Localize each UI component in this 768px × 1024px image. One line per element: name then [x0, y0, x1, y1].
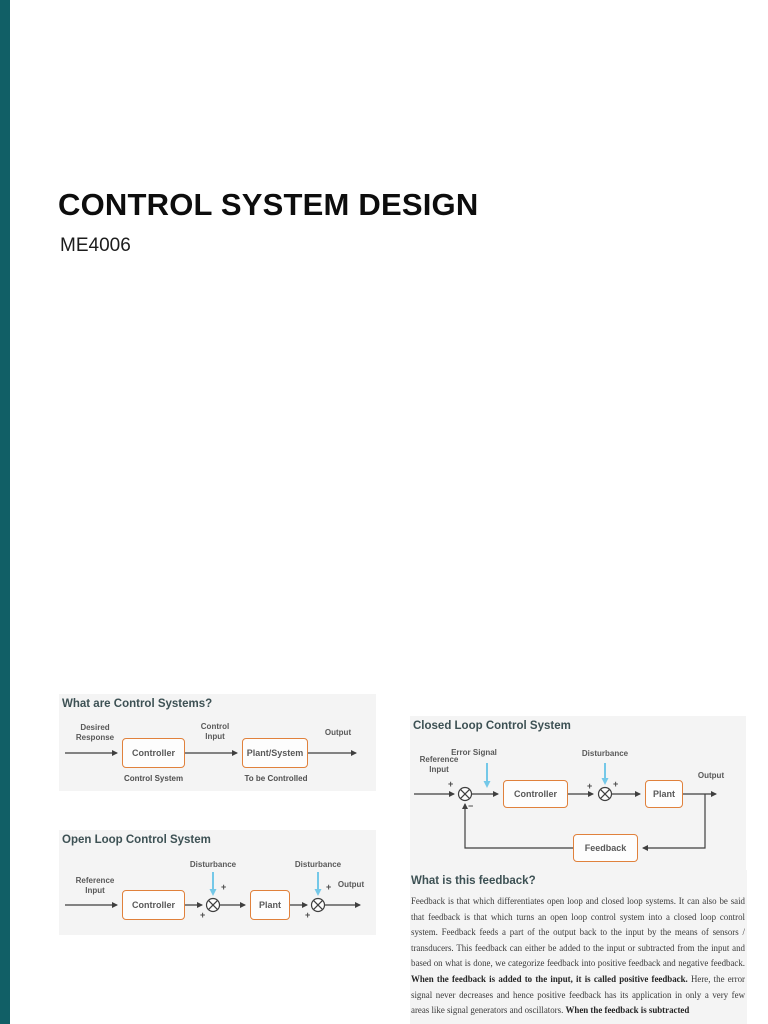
label-error-signal: Error Signal	[451, 748, 497, 757]
diagram-heading: Closed Loop Control System	[413, 720, 571, 732]
label-output: Output	[324, 728, 352, 737]
minus-sign: −	[468, 801, 474, 811]
paragraph-segment-bold: When the feedback is subtracted	[565, 1005, 690, 1016]
feedback-paragraph: Feedback is that which differentiates op…	[411, 894, 745, 1019]
label-output: Output	[337, 880, 365, 889]
label-disturbance-2: Disturbance	[294, 860, 342, 869]
label-control-input: Control Input	[200, 722, 230, 741]
block-diagram-wires	[65, 872, 361, 913]
caption-control-system: Control System	[123, 774, 184, 783]
plus-sign: +	[221, 882, 227, 892]
label-desired-response: Desired Response	[75, 723, 115, 742]
diagram-what-are-control-systems: What are Control Systems? Desired Respon…	[59, 694, 376, 791]
plant-system-block: Plant/System	[242, 738, 308, 768]
plus-sign: +	[326, 882, 332, 892]
label-reference-input: Reference Input	[75, 876, 115, 895]
plus-sign: +	[613, 779, 619, 789]
controller-block: Controller	[503, 780, 568, 808]
error-and-disturbance-arrows	[483, 763, 609, 788]
paragraph-segment-bold: When the feedback is added to the input,…	[411, 973, 688, 984]
page-subtitle: ME4006	[60, 235, 131, 256]
block-diagram-wires	[65, 750, 357, 756]
label-disturbance-1: Disturbance	[189, 860, 237, 869]
plus-sign: +	[200, 910, 206, 920]
controller-block: Controller	[122, 738, 185, 768]
feedback-block: Feedback	[573, 834, 638, 862]
diagram-heading: Open Loop Control System	[62, 834, 211, 846]
label-reference-input: Reference Input	[419, 755, 459, 774]
plus-sign: +	[448, 779, 454, 789]
page-title: CONTROL SYSTEM DESIGN	[58, 187, 479, 222]
left-accent-bar	[0, 0, 10, 1024]
section-heading: What is this feedback?	[411, 875, 536, 887]
label-disturbance: Disturbance	[581, 749, 629, 758]
diagram-closed-loop: Closed Loop Control System Reference Inp…	[410, 716, 746, 870]
plus-sign: +	[587, 781, 593, 791]
diagram-open-loop: Open Loop Control System Reference Input…	[59, 830, 376, 935]
paragraph-segment: Here, the error signal never decreases a…	[411, 973, 745, 1016]
disturbance-arrows	[209, 872, 322, 896]
paragraph-segment: Feedback is that which differentiates op…	[411, 896, 745, 969]
plus-sign: +	[305, 910, 311, 920]
plant-block: Plant	[250, 890, 290, 920]
feedback-text-section: What is this feedback? Feedback is that …	[410, 870, 747, 1024]
caption-to-be-controlled: To be Controlled	[244, 774, 308, 783]
plant-block: Plant	[645, 780, 683, 808]
block-diagram-wires	[414, 763, 717, 851]
diagram-heading: What are Control Systems?	[62, 698, 213, 710]
label-output: Output	[697, 771, 725, 780]
controller-block: Controller	[122, 890, 185, 920]
